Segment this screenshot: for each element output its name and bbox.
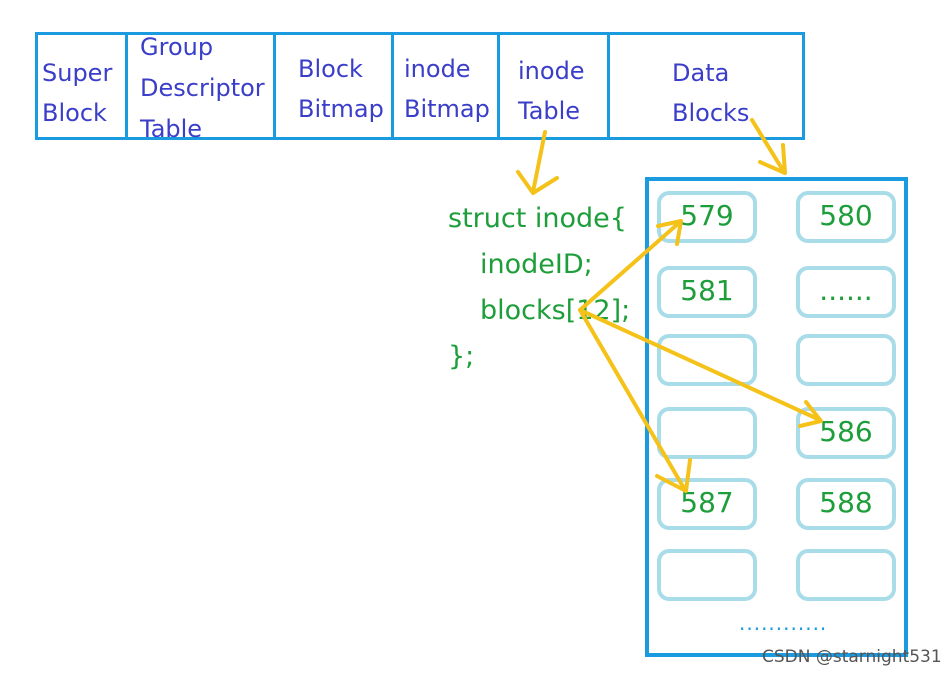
disk-layout-bar: Super Block Group Descriptor Table Block…	[35, 32, 805, 143]
data-block	[657, 549, 757, 601]
cell-label: inode	[404, 55, 471, 83]
data-blocks-header-to-panel-arrow	[750, 118, 787, 175]
cell-label: Table	[518, 97, 581, 125]
cell-label: Bitmap	[298, 95, 384, 123]
code-line: inodeID;	[480, 249, 593, 280]
blocks-to-586-arrow	[578, 308, 823, 428]
blocks-to-579-arrow	[578, 219, 683, 312]
data-block	[657, 334, 757, 386]
cell-label: Data	[672, 59, 730, 87]
inode-bitmap-cell: inode Bitmap	[394, 35, 500, 137]
cell-label: inode	[518, 57, 585, 85]
code-line: struct inode{	[448, 203, 627, 234]
block-bitmap-cell: Block Bitmap	[276, 35, 394, 137]
data-block: 581	[657, 266, 757, 318]
cell-label: Descriptor	[140, 74, 265, 102]
blocks-to-587-arrow	[578, 308, 692, 493]
data-block: 588	[796, 478, 896, 530]
data-blocks-cell: Data Blocks	[610, 35, 802, 137]
super-block-cell: Super Block	[38, 35, 128, 137]
cell-label: Block	[42, 99, 107, 127]
inode-table-cell: inode Table	[500, 35, 610, 137]
data-block: 587	[657, 478, 757, 530]
inode-table-to-struct-arrow	[516, 130, 559, 195]
data-block: 580	[796, 191, 896, 243]
code-line: };	[448, 341, 475, 372]
cell-label: Super	[42, 59, 113, 87]
data-block	[657, 407, 757, 459]
inode-struct-code: struct inode{ inodeID; blocks[12]; };	[448, 196, 630, 380]
data-block	[796, 334, 896, 386]
cell-label: Block	[298, 55, 363, 83]
cell-label: Blocks	[672, 99, 750, 127]
cell-label: Table	[140, 115, 203, 143]
data-block	[796, 549, 896, 601]
cell-label: Bitmap	[404, 95, 490, 123]
data-block: 586	[796, 407, 896, 459]
data-block: 579	[657, 191, 757, 243]
group-descriptor-table-cell: Group Descriptor Table	[128, 33, 276, 143]
cell-label: Group	[140, 33, 214, 61]
data-block: ......	[796, 266, 896, 318]
data-blocks-panel: 579 580 581 ...... 586 587 588 .........…	[645, 177, 908, 657]
watermark: CSDN @starnight531	[762, 647, 942, 667]
more-blocks-ellipsis: ............	[739, 611, 828, 635]
